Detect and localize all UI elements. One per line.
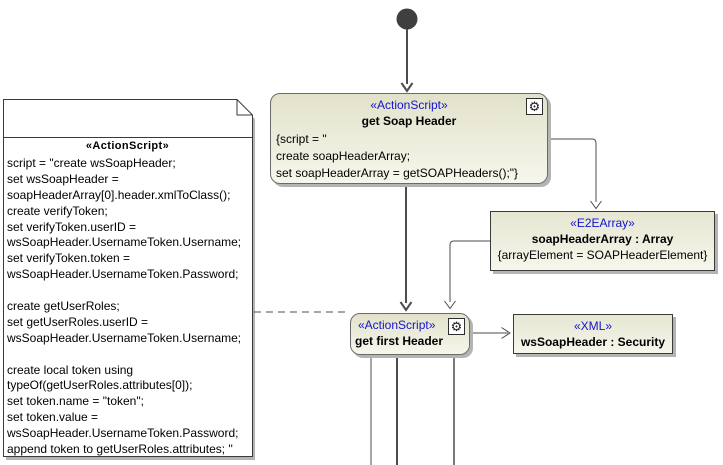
- object-stereotype: «E2EArray»: [570, 216, 635, 230]
- note-fold-icon: [236, 99, 253, 116]
- initial-node[interactable]: [396, 8, 418, 30]
- note-line: wsSoapHeader.UsernameToken.Username;: [7, 235, 242, 250]
- action-stereotype: «ActionScript»: [370, 98, 448, 112]
- action-get-first-header[interactable]: «ActionScript» get first Header ⚙: [350, 313, 470, 355]
- note-line: typeOf(getUserRoles.attributes[0]);: [7, 378, 193, 393]
- action-title: get Soap Header: [361, 114, 457, 128]
- note-stereotype: «ActionScript»: [85, 140, 170, 152]
- edge-get-first-to-ws-soap-header[interactable]: [470, 327, 511, 339]
- action-title: get first Header: [355, 334, 444, 348]
- object-soap-header-array[interactable]: «E2EArray» soapHeaderArray : Array {arra…: [490, 211, 715, 271]
- object-ws-soap-header[interactable]: «XML» wsSoapHeader : Security: [513, 314, 673, 354]
- gear-icon: ⚙: [448, 318, 465, 335]
- note-line: create verifyToken;: [7, 203, 108, 218]
- action-stereotype: «ActionScript»: [358, 318, 436, 332]
- note-line: [3, 283, 252, 299]
- note-line: create getUserRoles;: [7, 299, 120, 314]
- note-body[interactable]: [3, 99, 253, 457]
- edge-get-soap-to-e2earray[interactable]: [548, 138, 602, 210]
- note-line: script = "create wsSoapHeader;: [7, 156, 176, 170]
- note-line: [3, 347, 252, 363]
- object-constraint: {arrayElement = SOAPHeaderElement}: [497, 248, 708, 262]
- note-line: create local token using: [7, 362, 134, 377]
- object-title: wsSoapHeader : Security: [520, 335, 666, 349]
- note-text: script = "create wsSoapHeader; set wsSoa…: [3, 156, 252, 458]
- object-stereotype: «XML»: [573, 319, 613, 333]
- action-get-soap-header[interactable]: «ActionScript» get Soap Header {script =…: [270, 93, 548, 184]
- gear-icon: ⚙: [526, 98, 543, 115]
- note-line: append token to getUserRoles.attributes;…: [7, 442, 233, 457]
- note-line: set wsSoapHeader =: [7, 171, 119, 186]
- note-line: soapHeaderArray[0].header.xmlToClass();: [7, 187, 231, 202]
- note-line: set token.name = "token";: [7, 394, 144, 409]
- action-script-line: create soapHeaderArray;: [276, 149, 411, 163]
- edge-get-soap-to-get-first-header[interactable]: [399, 185, 413, 312]
- edge-e2earray-to-get-first-header[interactable]: [444, 240, 491, 310]
- edge-initial-to-get-soap-header[interactable]: [400, 29, 414, 93]
- note-line: wsSoapHeader.UsernameToken.Username;: [7, 330, 242, 345]
- note-line: wsSoapHeader.UsernameToken.Password;: [7, 267, 239, 282]
- note-line: set token.value =: [7, 410, 99, 425]
- action-script-line: {script = ": [276, 132, 327, 146]
- note-line: wsSoapHeader.UsernameToken.Password;: [7, 426, 239, 441]
- note-line: set getUserRoles.userID =: [7, 314, 149, 329]
- note-actionscript[interactable]: «ActionScript» script = "create wsSoapHe…: [3, 99, 252, 457]
- object-title: soapHeaderArray : Array: [531, 232, 674, 246]
- note-line: set verifyToken.token =: [7, 251, 131, 266]
- note-line: set verifyToken.userID =: [7, 219, 137, 234]
- action-script-line: set soapHeaderArray = getSOAPHeaders();"…: [276, 166, 519, 180]
